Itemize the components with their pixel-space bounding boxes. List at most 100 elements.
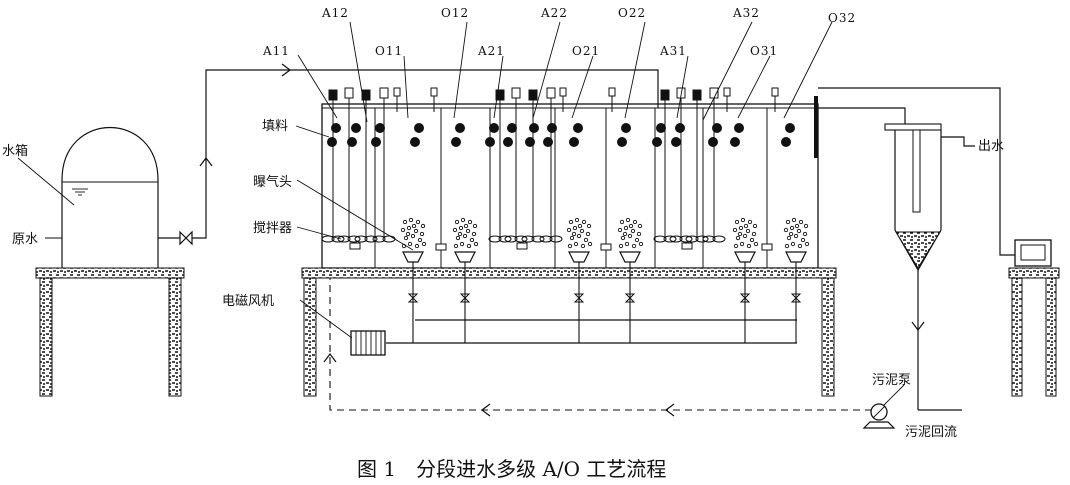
air-bubble — [463, 223, 469, 229]
stirrer-blade-icon — [498, 235, 512, 243]
packing-media — [371, 137, 381, 147]
air-bubble — [794, 223, 800, 229]
air-bubble — [403, 235, 409, 241]
packing-media — [351, 123, 361, 133]
air-bubble — [579, 228, 585, 234]
air-bubble — [788, 231, 794, 237]
probe-icon — [559, 87, 567, 97]
pipe-fitting-icon — [600, 243, 612, 251]
air-bubble — [572, 225, 578, 231]
air-bubble — [784, 243, 790, 249]
air-bubble — [628, 223, 634, 229]
zone-label-o12: O12 — [441, 6, 469, 20]
air-bubble — [627, 233, 633, 239]
packing-media — [375, 123, 385, 133]
packing-media — [327, 137, 337, 147]
stirrer-blade-icon — [514, 235, 528, 243]
air-bubble — [462, 233, 468, 239]
air-bubble — [459, 241, 465, 247]
aerator-head-icon — [619, 251, 641, 263]
stirrer-support-icon — [349, 242, 361, 250]
air-bubble — [638, 241, 644, 247]
probe-icon — [771, 87, 779, 97]
stirrer-blade-icon — [372, 235, 386, 243]
air-bubble — [791, 217, 797, 223]
air-bubble — [632, 219, 638, 225]
sludge-pump-icon — [862, 403, 896, 429]
stirrer-blade-icon — [679, 235, 693, 243]
stirrer-blade-icon — [354, 235, 368, 243]
zone-label-o32: O32 — [828, 11, 856, 25]
stirrer-blade-icon — [488, 235, 502, 243]
influent-pipe — [158, 63, 659, 246]
air-bubble — [405, 231, 411, 237]
air-bubble — [800, 237, 806, 243]
stirrer-motor-icon — [692, 89, 702, 101]
stirrer-support-icon — [516, 242, 528, 250]
air-bubble — [734, 219, 740, 225]
packing-media — [485, 137, 495, 147]
air-bubble — [790, 241, 796, 247]
air-bubble — [587, 241, 593, 247]
air-bubble — [636, 231, 642, 237]
flow-arrow-icon — [665, 403, 675, 417]
air-bubble — [745, 228, 751, 234]
air-bubble — [467, 219, 473, 225]
air-bubble — [752, 223, 758, 229]
stirrer-blade-icon — [521, 235, 535, 243]
air-bubble — [738, 225, 744, 231]
zone-label-o21: O21 — [572, 44, 600, 58]
water-tank-label: 水箱 — [2, 143, 28, 159]
air-bubble — [785, 219, 791, 225]
aerator-head-label: 曝气头 — [253, 174, 292, 190]
air-supply-system — [350, 262, 802, 356]
stirrer-blade-icon — [549, 235, 563, 243]
effluent-label: 出水 — [978, 139, 1004, 154]
air-bubble — [569, 235, 575, 241]
stirrer-blade-icon — [364, 235, 378, 243]
air-bubble — [733, 243, 739, 249]
zone-label-a21: A21 — [477, 44, 505, 58]
air-bubble — [735, 235, 741, 241]
air-bubble — [411, 223, 417, 229]
air-bubble — [566, 227, 572, 233]
air-bubble — [577, 223, 583, 229]
air-bubble — [743, 223, 749, 229]
zone-label-a22: A22 — [540, 6, 568, 20]
flow-arrow-icon — [199, 157, 213, 167]
air-bubble — [803, 223, 809, 229]
stirrer-blade-icon — [531, 235, 545, 243]
aerator-head-icon — [568, 251, 590, 263]
air-bubble — [574, 217, 580, 223]
air-bubble — [637, 223, 643, 229]
stirrer-motor-icon — [328, 89, 338, 101]
stirrer-blade-icon — [663, 235, 677, 243]
air-bubble — [749, 237, 755, 243]
packing-media — [621, 123, 631, 133]
air-bubble — [804, 241, 810, 247]
packing-media — [617, 137, 627, 147]
monitor-stand — [1008, 267, 1060, 397]
air-bubble — [452, 227, 458, 233]
air-bubble — [753, 241, 759, 247]
air-bubble — [802, 231, 808, 237]
air-bubble — [797, 243, 803, 249]
air-bubble — [406, 225, 412, 231]
water-tank — [61, 126, 159, 268]
air-bubble — [623, 225, 629, 231]
stirrer-blade-icon — [653, 235, 667, 243]
ao-reactor — [321, 87, 819, 269]
flow-arrow-icon — [911, 321, 925, 331]
water-tank-stand — [35, 267, 185, 397]
stirrer-motor-icon — [379, 87, 389, 99]
sludge-return-line — [323, 278, 896, 429]
air-bubble — [580, 243, 586, 249]
stirrer-motor-icon — [546, 87, 556, 99]
stirrer-blade-icon — [669, 235, 683, 243]
air-bubble — [417, 237, 423, 243]
raw-water-label: 原水 — [12, 232, 38, 247]
air-bubble — [567, 243, 573, 249]
aerator-head-icon — [402, 251, 424, 263]
